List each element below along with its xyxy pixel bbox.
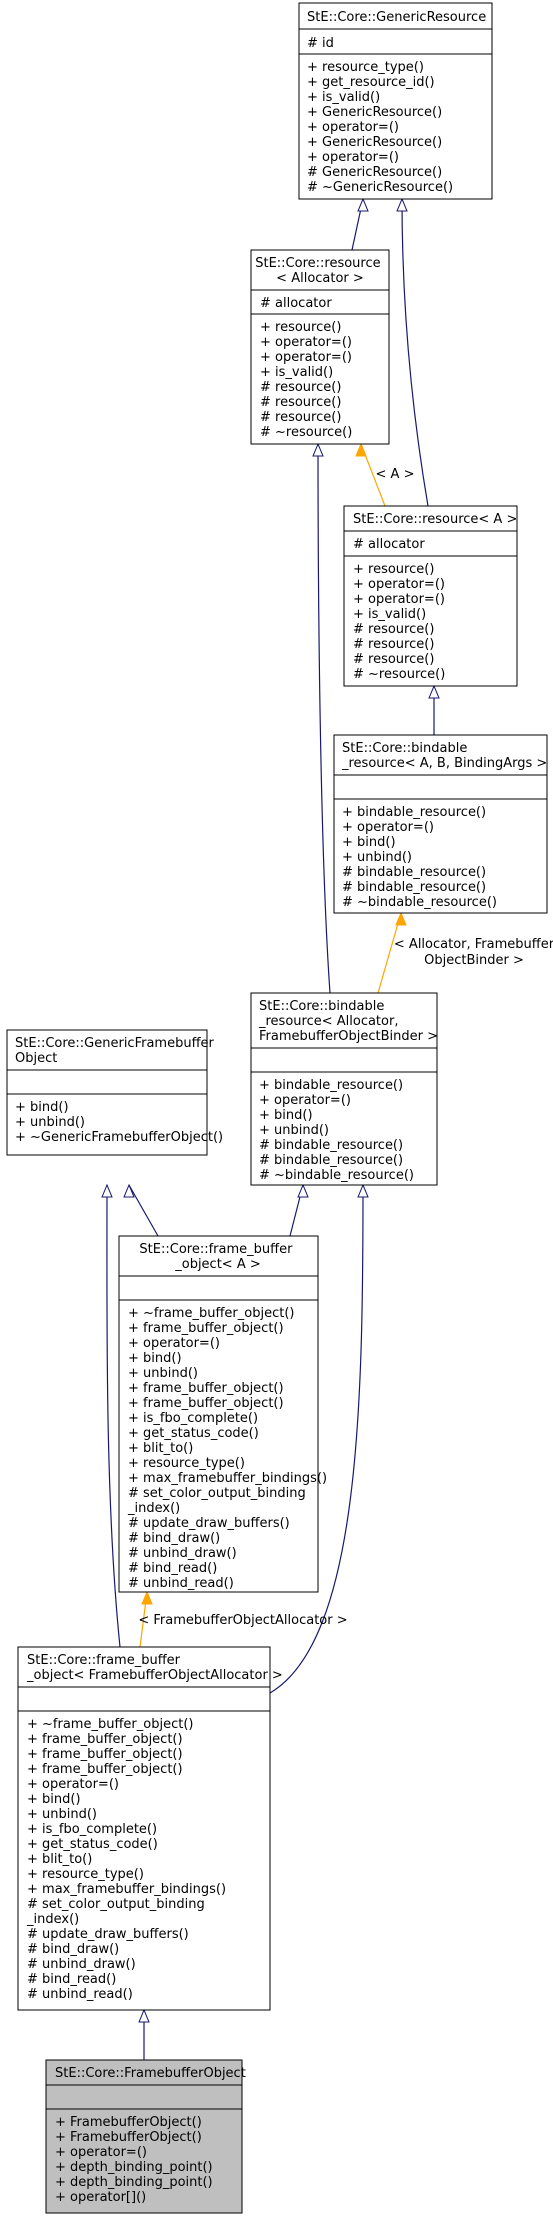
node-bindable-resource-a[interactable]: StE::Core::bindable _resource< A, B, Bin… xyxy=(333,734,548,914)
edge-fbo-a-to-bindable-fbo xyxy=(289,1185,303,1237)
node-title: StE::Core::GenericResource xyxy=(307,10,486,25)
node-title: StE::Core::frame_buffer _object< A > xyxy=(139,1242,296,1272)
node-box xyxy=(343,505,518,687)
node-generic-resource[interactable]: StE::Core::GenericResource # id + resour… xyxy=(298,2,493,200)
edge-resource-a-to-generic-resource xyxy=(402,199,429,507)
node-title: StE::Core::bindable _resource< A, B, Bin… xyxy=(341,741,547,771)
node-title: StE::Core::GenericFramebuffer Object xyxy=(15,1036,218,1066)
node-attributes: # id xyxy=(307,36,334,51)
node-box xyxy=(17,1646,271,2011)
edge-resource-a-to-resource-allocator xyxy=(361,444,386,507)
node-methods: + bindable_resource() + operator=() + bi… xyxy=(342,805,497,910)
node-title: StE::Core::resource< A > xyxy=(353,512,517,527)
node-generic-framebuffer-object[interactable]: StE::Core::GenericFramebuffer Object + b… xyxy=(6,1029,223,1156)
edge-label-a: < A > xyxy=(376,467,415,482)
edge-fbo-alloc-to-generic-fbo xyxy=(107,1185,121,1648)
node-methods: + resource_type() + get_resource_id() + … xyxy=(307,60,453,195)
node-attributes: # allocator xyxy=(353,537,425,552)
node-methods: + ~frame_buffer_object() + frame_buffer_… xyxy=(127,1306,331,1591)
node-bindable-resource-fbo[interactable]: StE::Core::bindable _resource< Allocator… xyxy=(250,992,438,1186)
edge-bindable-fbo-to-resource-allocator xyxy=(318,444,331,994)
node-methods: + resource() + operator=() + operator=()… xyxy=(260,320,356,440)
node-title: StE::Core::resource < Allocator > xyxy=(255,256,385,286)
edge-fbo-a-to-generic-fbo xyxy=(129,1185,159,1237)
node-frame-buffer-object-alloc[interactable]: StE::Core::frame_buffer _object< Framebu… xyxy=(17,1646,283,2011)
node-resource-allocator[interactable]: StE::Core::resource < Allocator > # allo… xyxy=(250,249,390,445)
node-title: StE::Core::bindable _resource< Allocator… xyxy=(258,999,438,1044)
edge-label-line: < Allocator, Framebuffer xyxy=(394,937,553,952)
node-box xyxy=(118,1235,319,1593)
edge-bindable-fbo-to-bindable-a xyxy=(377,913,401,994)
node-methods: + bind() + unbind() + ~GenericFramebuffe… xyxy=(15,1100,223,1145)
node-resource-a[interactable]: StE::Core::resource< A > # allocator + r… xyxy=(343,505,518,687)
node-box xyxy=(333,734,548,914)
edge-fbo-alloc-to-bindable-fbo xyxy=(269,1185,363,1694)
edge-resource-allocator-to-generic-resource xyxy=(351,199,363,251)
node-box xyxy=(250,249,390,445)
edges xyxy=(107,199,434,2060)
node-box xyxy=(250,992,438,1186)
edge-fbo-alloc-to-fbo-a xyxy=(139,1592,147,1648)
node-methods: + FramebufferObject() + FramebufferObjec… xyxy=(55,2115,217,2205)
node-framebuffer-object[interactable]: StE::Core::FramebufferObject + Framebuff… xyxy=(45,2059,246,2214)
node-box xyxy=(298,2,493,200)
node-attributes: # allocator xyxy=(260,296,332,311)
node-title: StE::Core::frame_buffer _object< Framebu… xyxy=(26,1653,283,1683)
node-methods: + bindable_resource() + operator=() + bi… xyxy=(259,1078,414,1183)
node-box xyxy=(6,1029,208,1156)
edge-label-line: ObjectBinder > xyxy=(424,953,524,968)
node-frame-buffer-object-a[interactable]: StE::Core::frame_buffer _object< A > + ~… xyxy=(118,1235,331,1593)
node-title: StE::Core::FramebufferObject xyxy=(55,2066,246,2081)
node-methods: + resource() + operator=() + operator=()… xyxy=(353,562,449,682)
node-methods: + ~frame_buffer_object() + frame_buffer_… xyxy=(26,1717,230,2002)
edge-label-fbo-allocator: < FramebufferObjectAllocator > xyxy=(138,1613,347,1628)
